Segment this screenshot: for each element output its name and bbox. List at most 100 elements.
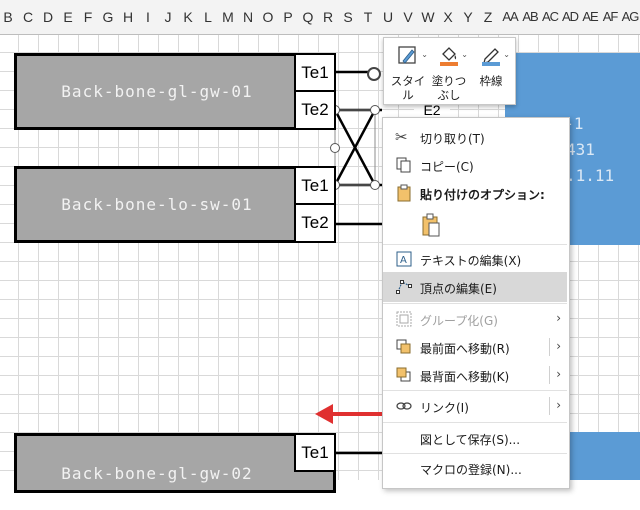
menu-item-label: コピー(C) xyxy=(420,160,474,174)
selection-handle xyxy=(330,143,340,153)
menu-item-link[interactable]: リンク(I) › xyxy=(383,391,567,421)
menu-item-label: テキストの編集(X) xyxy=(420,254,522,268)
paint-bucket-icon xyxy=(440,47,458,66)
selection-handle xyxy=(370,180,380,190)
menu-item-cut[interactable]: ✂ 切り取り(T) xyxy=(383,122,567,152)
column-header-m[interactable]: M xyxy=(222,9,234,25)
paste-options-header: 貼り付けのオプション: xyxy=(420,188,545,202)
outline-label: 枠線 xyxy=(479,74,503,88)
column-header-y[interactable]: Y xyxy=(463,9,473,25)
menu-item-label: グループ化(G) xyxy=(420,314,498,328)
column-header-o[interactable]: O xyxy=(262,9,274,25)
column-header-u[interactable]: U xyxy=(382,9,394,25)
column-header-x[interactable]: X xyxy=(443,9,453,25)
column-header-i[interactable]: I xyxy=(146,9,150,25)
column-header-ab[interactable]: AB xyxy=(522,9,538,24)
menu-item-label: 切り取り(T) xyxy=(420,132,485,146)
column-header-q[interactable]: Q xyxy=(302,9,314,25)
fill-button[interactable]: ⌄ 塗りつ ぶし xyxy=(430,42,468,102)
port-te2[interactable]: Te2 xyxy=(294,203,336,243)
shape-style-icon xyxy=(398,46,416,64)
column-header-ag[interactable]: AG xyxy=(621,9,640,24)
column-header-d[interactable]: D xyxy=(42,9,54,25)
submenu-arrow-icon[interactable]: › xyxy=(556,398,561,412)
switch-shape-2[interactable] xyxy=(568,432,640,480)
column-header-l[interactable]: L xyxy=(204,9,212,25)
paste-keep-source-button[interactable] xyxy=(417,211,445,239)
device-label: Back-bone-lo-sw-01 xyxy=(61,195,253,214)
scissors-icon: ✂ xyxy=(395,128,408,146)
column-header-s[interactable]: S xyxy=(343,9,353,25)
column-header-ad[interactable]: AD xyxy=(561,9,579,24)
fill-label-line2: ぶし xyxy=(437,88,461,102)
menu-item-edit-text[interactable]: A テキストの編集(X) xyxy=(383,244,567,274)
switch-label-line2: 431 xyxy=(566,140,595,159)
menu-item-label: 図として保存(S)... xyxy=(420,433,521,447)
edit-points-icon xyxy=(396,280,412,294)
device-label: Back-bone-gl-gw-01 xyxy=(61,82,253,101)
bring-front-icon xyxy=(396,339,411,354)
column-header-g[interactable]: G xyxy=(102,9,114,25)
menu-separator xyxy=(383,390,567,391)
svg-text:A: A xyxy=(400,255,407,266)
column-header-b[interactable]: B xyxy=(3,9,13,25)
column-header-f[interactable]: F xyxy=(83,9,93,25)
menu-item-paste-options: 貼り付けのオプション: xyxy=(383,178,567,208)
menu-separator xyxy=(383,303,567,304)
submenu-arrow-icon[interactable]: › xyxy=(556,339,561,353)
link-icon xyxy=(396,402,412,410)
column-header-p[interactable]: P xyxy=(283,9,293,25)
column-header-j[interactable]: J xyxy=(164,9,172,25)
device-back-bone-gl-gw-02[interactable]: Back-bone-gl-gw-02 xyxy=(14,433,336,493)
column-header-n[interactable]: N xyxy=(242,9,254,25)
menu-separator xyxy=(383,422,567,423)
menu-item-copy[interactable]: コピー(C) xyxy=(383,150,567,180)
port-te1[interactable]: Te1 xyxy=(294,53,336,92)
column-header-w[interactable]: W xyxy=(421,9,435,25)
menu-item-label: 最背面へ移動(K) xyxy=(420,370,510,384)
menu-item-bring-to-front[interactable]: 最前面へ移動(R) › xyxy=(383,332,567,362)
switch-label-line3: .1.11 xyxy=(566,166,615,185)
column-header-af[interactable]: AF xyxy=(602,9,619,24)
column-header-k[interactable]: K xyxy=(183,9,193,25)
column-header-c[interactable]: C xyxy=(22,9,34,25)
connection-lines xyxy=(315,67,382,455)
mini-toolbar: ⌄ スタイル ⌄ 塗りつ ぶし ⌄ 枠線 xyxy=(383,37,516,105)
menu-item-label: 頂点の編集(E) xyxy=(420,282,497,296)
outline-button[interactable]: ⌄ 枠線 xyxy=(472,42,510,100)
style-label: スタイル xyxy=(390,74,426,102)
port-te1[interactable]: Te1 xyxy=(294,166,336,205)
column-header-h[interactable]: H xyxy=(122,9,134,25)
menu-item-send-to-back[interactable]: 最背面へ移動(K) › xyxy=(383,360,567,390)
column-header-e[interactable]: E xyxy=(63,9,73,25)
column-header-ae[interactable]: AE xyxy=(582,9,598,24)
link-line xyxy=(333,109,377,186)
pen-outline-icon xyxy=(482,48,500,66)
red-arrow xyxy=(315,404,382,424)
fill-label: 塗りつ ぶし xyxy=(430,74,468,102)
selection-handle xyxy=(370,105,380,115)
device-back-bone-gl-gw-01[interactable]: Back-bone-gl-gw-01 xyxy=(14,53,336,130)
device-back-bone-lo-sw-01[interactable]: Back-bone-lo-sw-01 xyxy=(14,166,336,243)
column-header-t[interactable]: T xyxy=(363,9,373,25)
port-te2[interactable]: Te2 xyxy=(294,90,336,130)
copy-icon xyxy=(396,157,411,173)
menu-item-assign-macro[interactable]: マクロの登録(N)... xyxy=(383,453,567,483)
column-header-ac[interactable]: AC xyxy=(541,9,559,24)
submenu-arrow-icon[interactable]: › xyxy=(556,367,561,381)
column-header-v[interactable]: V xyxy=(403,9,413,25)
rotate-handle xyxy=(367,67,381,81)
paste-icon xyxy=(422,213,440,237)
menu-separator xyxy=(383,244,567,245)
column-header-z[interactable]: Z xyxy=(483,9,493,25)
style-button[interactable]: ⌄ スタイル xyxy=(388,42,428,102)
column-header-r[interactable]: R xyxy=(322,9,334,25)
port-te1[interactable]: Te1 xyxy=(294,433,336,472)
column-header-aa[interactable]: AA xyxy=(502,9,518,24)
port-e2[interactable]: E2 xyxy=(414,100,450,120)
menu-separator xyxy=(383,453,567,454)
menu-item-edit-points[interactable]: 頂点の編集(E) xyxy=(383,272,567,302)
menu-item-save-as-picture[interactable]: 図として保存(S)... xyxy=(383,423,567,453)
menu-item-group[interactable]: グループ化(G) › xyxy=(383,304,567,334)
